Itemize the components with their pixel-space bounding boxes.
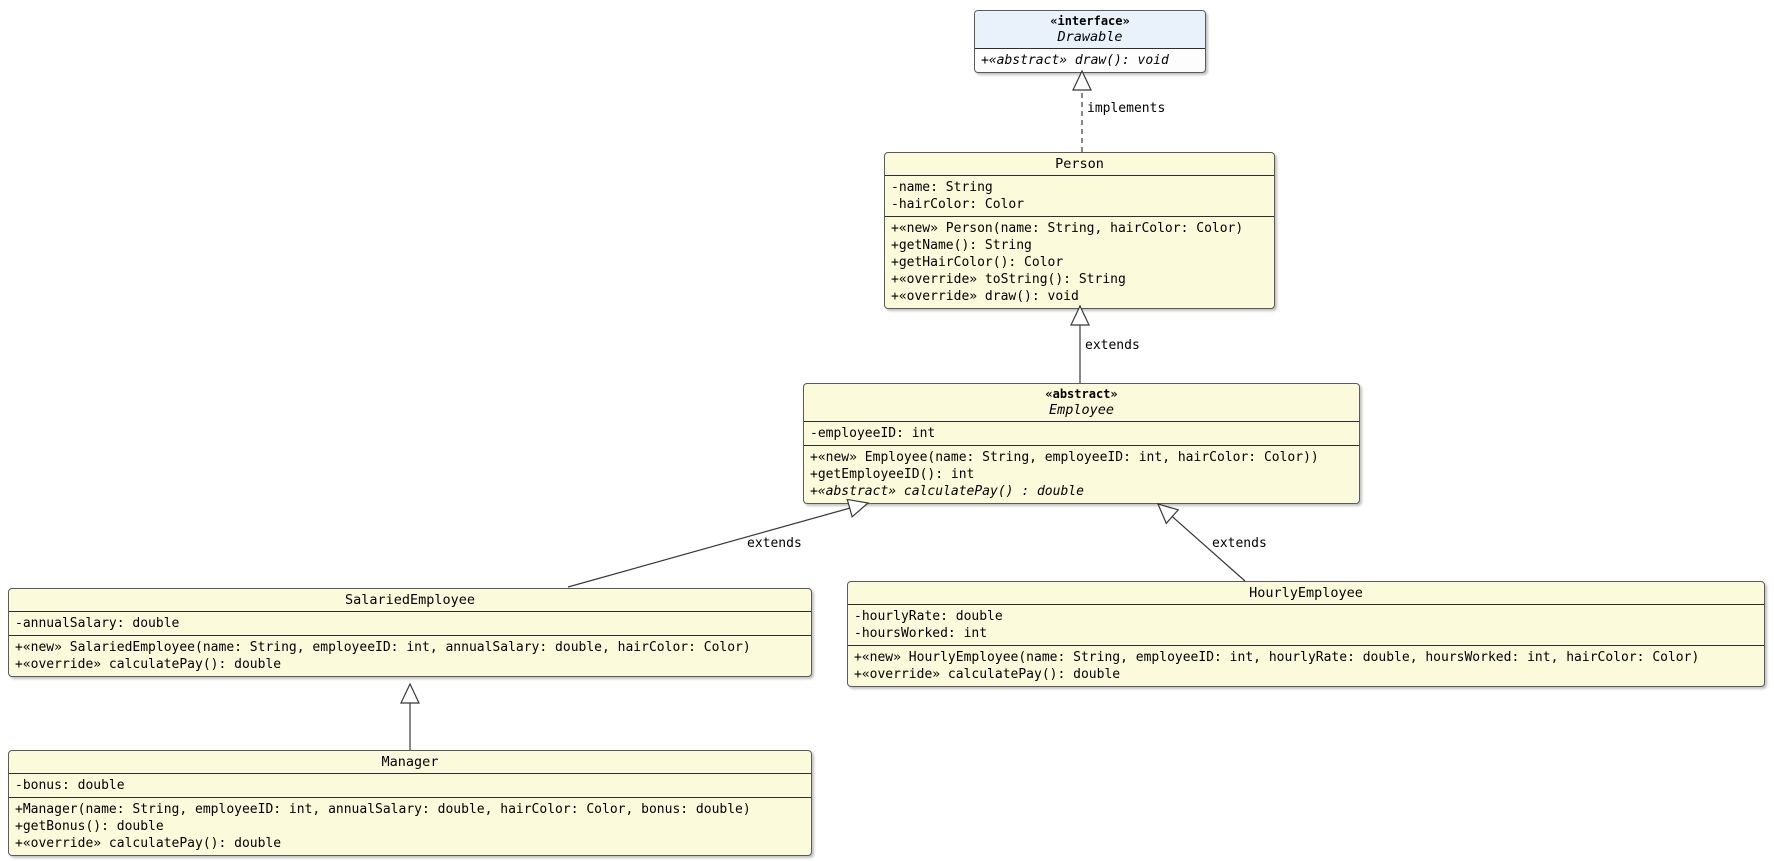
method: +«override» calculatePay(): double [15,657,282,672]
class-name: Drawable [1057,29,1123,45]
inheritance-arrowhead [400,682,420,704]
class-methods-section: +«new» Person(name: String, hairColor: C… [885,217,1274,308]
attribute: -hairColor: Color [891,197,1025,212]
method: +getEmployeeID(): int [810,467,975,482]
class-header-hourly-employee: HourlyEmployee [848,582,1764,605]
method: +«new» Employee(name: String, employeeID… [810,450,1319,465]
method: +«new» SalariedEmployee(name: String, em… [15,640,751,655]
class-header-employee: «abstract»Employee [804,384,1359,422]
class-header-salaried-employee: SalariedEmployee [9,589,811,612]
attribute: -hourlyRate: double [854,609,1003,624]
inheritance-arrowhead [1072,69,1092,91]
attribute: -bonus: double [15,778,125,793]
edge-label: extends [1085,338,1140,353]
method: +«override» draw(): void [891,289,1079,304]
method: +«new» Person(name: String, hairColor: C… [891,221,1244,236]
class-attributes-section: -hourlyRate: double -hoursWorked: int [848,605,1764,646]
class-name: Person [1055,156,1104,172]
method: +Manager(name: String, employeeID: int, … [15,802,751,817]
class-manager: Manager -bonus: double +Manager(name: Stri… [8,750,812,856]
method: +«override» calculatePay(): double [854,667,1121,682]
attribute: -employeeID: int [810,426,936,441]
class-name: Manager [381,754,439,770]
class-methods-section: +«abstract» draw(): void [975,49,1205,72]
method: +«override» toString(): String [891,272,1126,287]
class-header-person: Person [885,153,1274,176]
class-name: Employee [1048,402,1115,418]
class-methods-section: +«new» HourlyEmployee(name: String, empl… [848,646,1764,686]
class-stereotype: «interface» [1050,14,1130,28]
class-attributes-section: -name: String -hairColor: Color [885,176,1274,217]
class-name: SalariedEmployee [344,592,476,608]
method: +«new» HourlyEmployee(name: String, empl… [854,650,1700,665]
attribute: -name: String [891,180,993,195]
edge-label: extends [1212,536,1267,551]
class-header-drawable: «interface»Drawable [975,11,1205,49]
class-methods-section: +«new» Employee(name: String, employeeID… [804,446,1359,503]
class-attributes-section: -bonus: double [9,774,811,798]
edge-line-hourlyemployee-extends-employee [1171,516,1246,582]
inheritance-arrowhead [1156,503,1180,525]
class-salaried-employee: SalariedEmployee -annualSalary: double +«n… [8,588,812,677]
edge-line-salariedemployee-extends-employee [567,507,850,588]
class-drawable: «interface»Drawable +«abstract» draw(): v… [974,10,1206,73]
class-hourly-employee: HourlyEmployee -hourlyRate: double -hoursW… [847,581,1765,687]
class-employee: «abstract»Employee -employeeID: int +«new»… [803,383,1360,504]
class-attributes-section: -employeeID: int [804,422,1359,446]
attribute: -annualSalary: double [15,616,180,631]
attribute: -hoursWorked: int [854,626,988,641]
class-name: HourlyEmployee [1249,585,1363,601]
class-attributes-section: -annualSalary: double [9,612,811,636]
method: +«abstract» draw(): void [981,53,1169,68]
edge-label: implements [1087,101,1165,116]
class-methods-section: +Manager(name: String, employeeID: int, … [9,798,811,855]
class-stereotype: «abstract» [1045,387,1118,401]
edge-label: extends [747,536,802,551]
class-header-manager: Manager [9,751,811,774]
method: +getName(): String [891,238,1032,253]
method: +getHairColor(): Color [891,255,1064,270]
method: +getBonus(): double [15,819,164,834]
method: +«abstract» calculatePay() : double [810,484,1084,499]
class-methods-section: +«new» SalariedEmployee(name: String, em… [9,636,811,676]
class-person: Person -name: String -hairColor: Color +«ne… [884,152,1275,309]
method: +«override» calculatePay(): double [15,836,282,851]
